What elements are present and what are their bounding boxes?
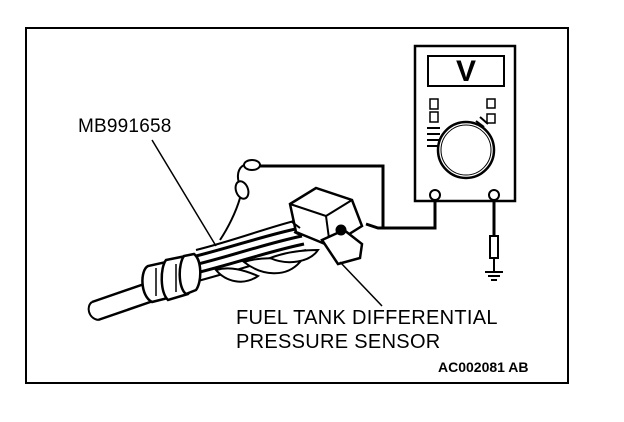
rotary-dial bbox=[436, 120, 496, 180]
figure-code: AC002081 AB bbox=[438, 359, 529, 375]
meter-lead-to-clip bbox=[276, 164, 385, 228]
meter-lead-to-sensor bbox=[365, 200, 437, 230]
ground-symbol bbox=[485, 271, 503, 281]
multimeter: V bbox=[413, 44, 517, 203]
vehicle-connector bbox=[141, 252, 202, 304]
pressure-sensor bbox=[288, 186, 364, 266]
mode-button-4 bbox=[486, 113, 496, 124]
ground-probe bbox=[489, 200, 499, 272]
mode-button-1 bbox=[429, 98, 439, 110]
tool-label: MB991658 bbox=[78, 116, 172, 137]
figure-frame bbox=[25, 27, 569, 384]
tool-leader-line bbox=[151, 139, 217, 247]
harness-clip bbox=[219, 159, 276, 241]
sensor-label-line2: PRESSURE SENSOR bbox=[236, 331, 441, 353]
sensor-leader-line bbox=[339, 261, 383, 307]
mode-button-2 bbox=[429, 111, 439, 123]
harness-wires bbox=[187, 219, 307, 283]
sensor-label-line1: FUEL TANK DIFFERENTIAL bbox=[236, 307, 498, 329]
harness-pigtails bbox=[214, 248, 320, 283]
mode-button-3 bbox=[486, 98, 496, 109]
rotary-dial-inner bbox=[440, 124, 492, 176]
meter-terminal-com bbox=[429, 189, 441, 201]
meter-terminal-v bbox=[488, 189, 500, 201]
multimeter-display bbox=[427, 55, 505, 87]
vehicle-harness bbox=[87, 280, 157, 322]
multimeter-display-symbol: V bbox=[456, 55, 476, 88]
